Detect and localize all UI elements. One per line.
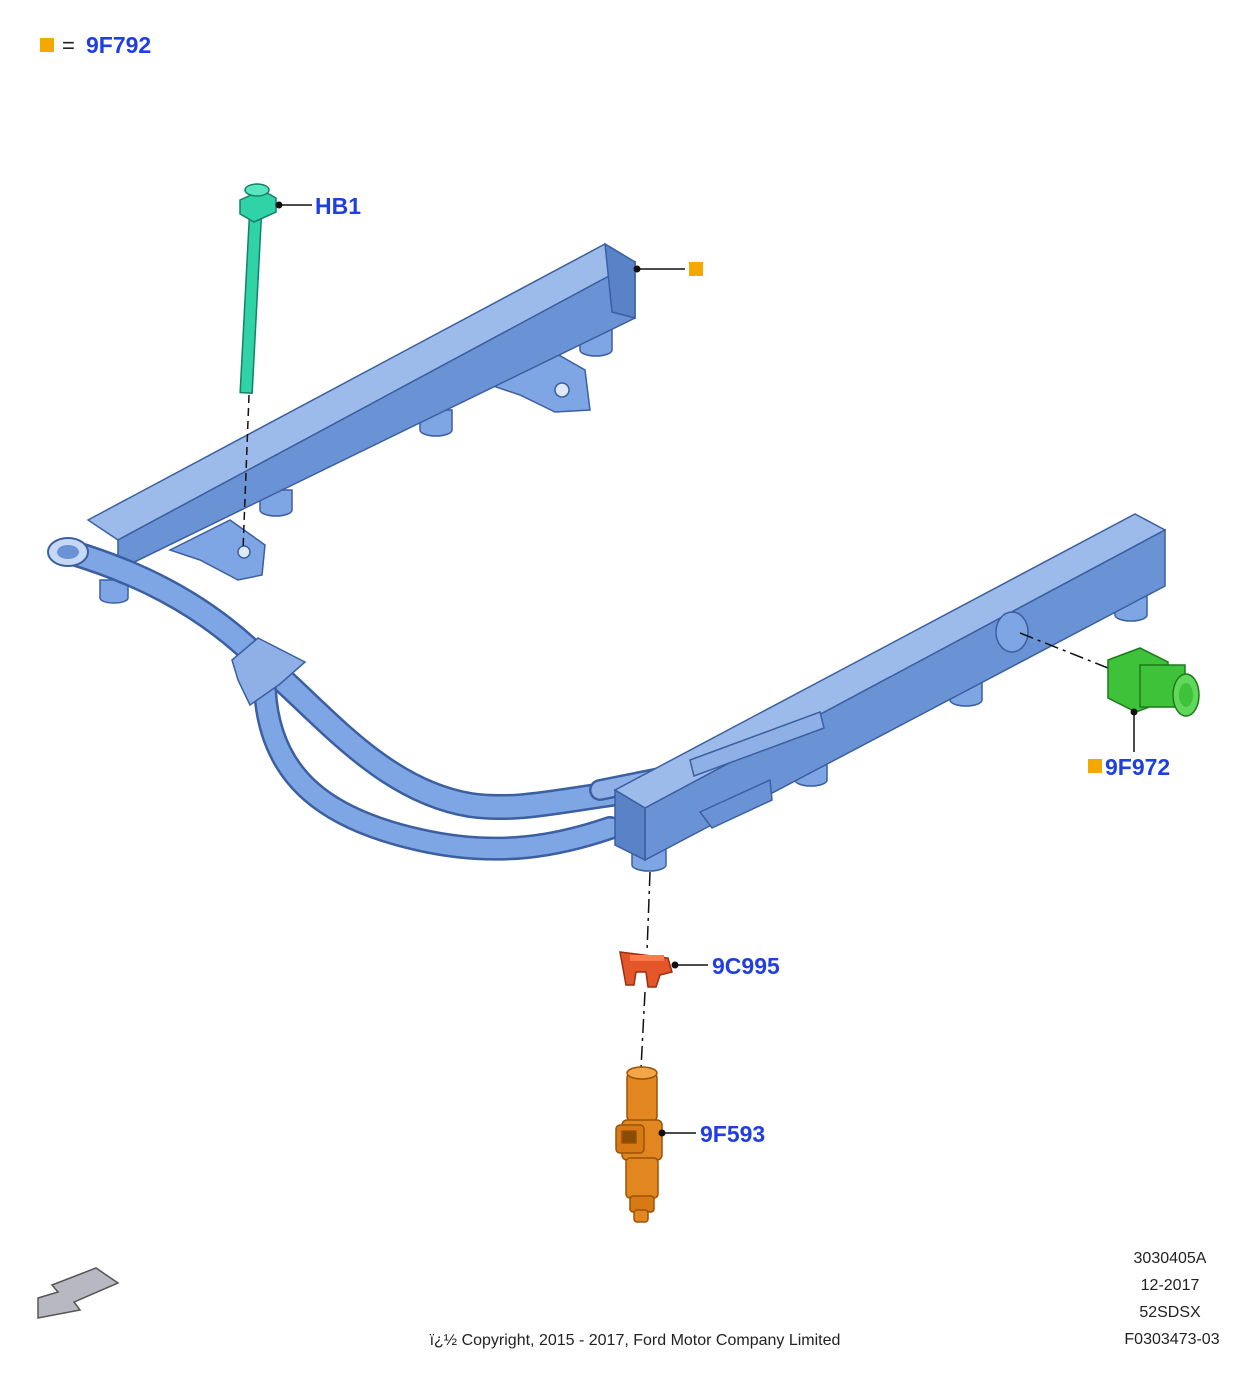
figure-number: F0303473-03: [1124, 1331, 1220, 1348]
model-code: 52SDSX: [1139, 1304, 1201, 1321]
illustration-date: 12-2017: [1140, 1277, 1200, 1294]
left-rail-end: [604, 242, 636, 319]
legend-equals: =: [62, 33, 75, 58]
view-direction-arrow-icon: [37, 1267, 120, 1319]
legend: = 9F792: [40, 32, 151, 58]
sensor-marker-icon: [1088, 759, 1102, 773]
right-rail-pipe: [689, 711, 825, 777]
pressure-sensor: [1107, 647, 1200, 717]
tube-junction-block: [231, 637, 307, 707]
clip-leader-dashed: [646, 871, 651, 953]
fuel-rail-assembly: [47, 242, 1167, 872]
callout-9f972[interactable]: 9F972: [1105, 754, 1170, 780]
retaining-clip: [619, 951, 673, 988]
sensor-leader-dashed: [1019, 632, 1109, 669]
right-rail-bracket: [698, 778, 773, 829]
rail-marker-icon[interactable]: [689, 262, 703, 276]
callout-9c995[interactable]: 9C995: [712, 953, 780, 979]
callout-hb1[interactable]: HB1: [315, 193, 361, 219]
copyright-notice: ï¿½ Copyright, 2015 - 2017, Ford Motor C…: [429, 1332, 841, 1349]
illustration-id: 3030405A: [1133, 1250, 1207, 1267]
right-rail-front: [614, 788, 646, 862]
injector-leader-dashed: [640, 991, 646, 1069]
legend-marker-icon: [40, 38, 54, 52]
left-rail-side: [117, 260, 636, 572]
sensor-port: [995, 611, 1029, 653]
legend-part-number: 9F792: [86, 32, 151, 58]
callout-9f593[interactable]: 9F593: [700, 1121, 765, 1147]
fuel-injector: [615, 1066, 663, 1223]
crossover-tubes: [57, 539, 711, 861]
bolt-hb1: [239, 183, 277, 394]
left-rail-bracket-front: [168, 519, 266, 581]
